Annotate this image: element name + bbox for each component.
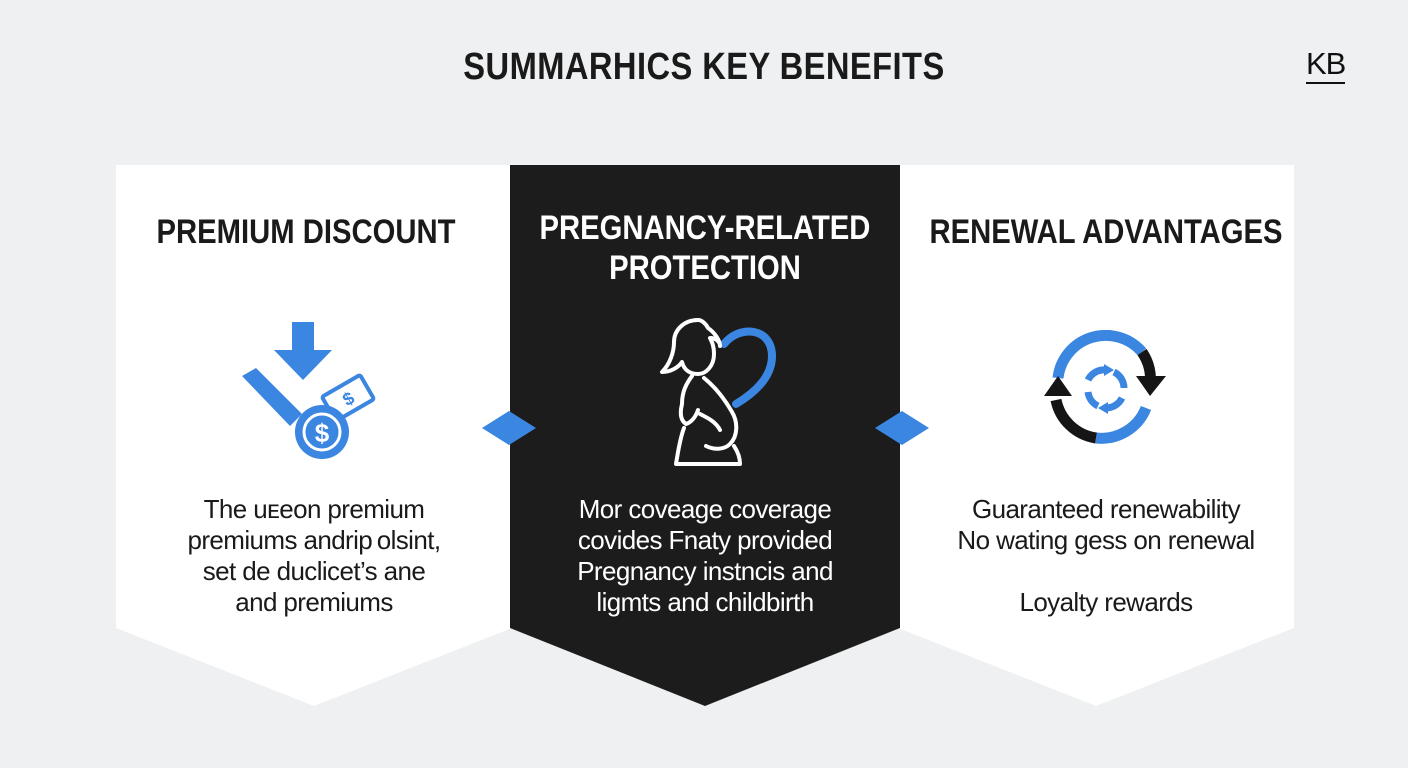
panel-pregnancy-protection-bg bbox=[510, 165, 900, 706]
body-line: set de duclicet’s ane bbox=[202, 556, 426, 586]
body-line: Guaranteed renewability bbox=[971, 494, 1241, 524]
page-title: SUMMARHICS KEY BENEFITS bbox=[463, 46, 945, 88]
connector-diamond-right bbox=[875, 411, 929, 445]
panel-renewal-advantages-text: Guaranteed renewability No wating gess o… bbox=[898, 494, 1314, 618]
connector-diamond-left bbox=[482, 411, 536, 445]
renewal-cycle-icon bbox=[1044, 330, 1166, 444]
pregnant-woman-heart-icon bbox=[660, 318, 777, 466]
panel-premium-discount-text: The uᴇeon premium premiums andrip olsint… bbox=[116, 494, 512, 618]
body-line: Loyalty rewards bbox=[1019, 587, 1193, 617]
body-line bbox=[898, 556, 1314, 587]
svg-text:$: $ bbox=[315, 418, 330, 448]
discount-money-icon: $ $ bbox=[242, 322, 376, 459]
body-line: premiums andrip olsint, bbox=[187, 525, 442, 555]
body-line: The uᴇeon premium bbox=[203, 494, 425, 524]
kb-logo: KB bbox=[1306, 48, 1346, 84]
panel-pregnancy-protection-heading: PREGNANCY-RELATED PROTECTION bbox=[537, 208, 872, 288]
heading-line: PROTECTION bbox=[609, 249, 801, 287]
body-line: ligmts and childbirth bbox=[596, 587, 814, 617]
body-line: and premiums bbox=[235, 587, 393, 617]
panel-renewal-advantages-heading: RENEWAL ADVANTAGES bbox=[929, 213, 1283, 251]
body-line: Mor coveage coverage bbox=[578, 494, 832, 524]
heading-line: PREGNANCY-RELATED bbox=[539, 209, 871, 247]
panel-pregnancy-protection-text: Mor coveage coverage covides Fnaty provi… bbox=[510, 494, 900, 618]
body-line: covides Fnaty provided bbox=[577, 525, 833, 555]
body-line: No wating gess on renewal bbox=[957, 525, 1255, 555]
panel-premium-discount-heading: PREMIUM DISCOUNT bbox=[156, 213, 456, 251]
body-line: Pregnancy instncis and bbox=[577, 556, 833, 586]
